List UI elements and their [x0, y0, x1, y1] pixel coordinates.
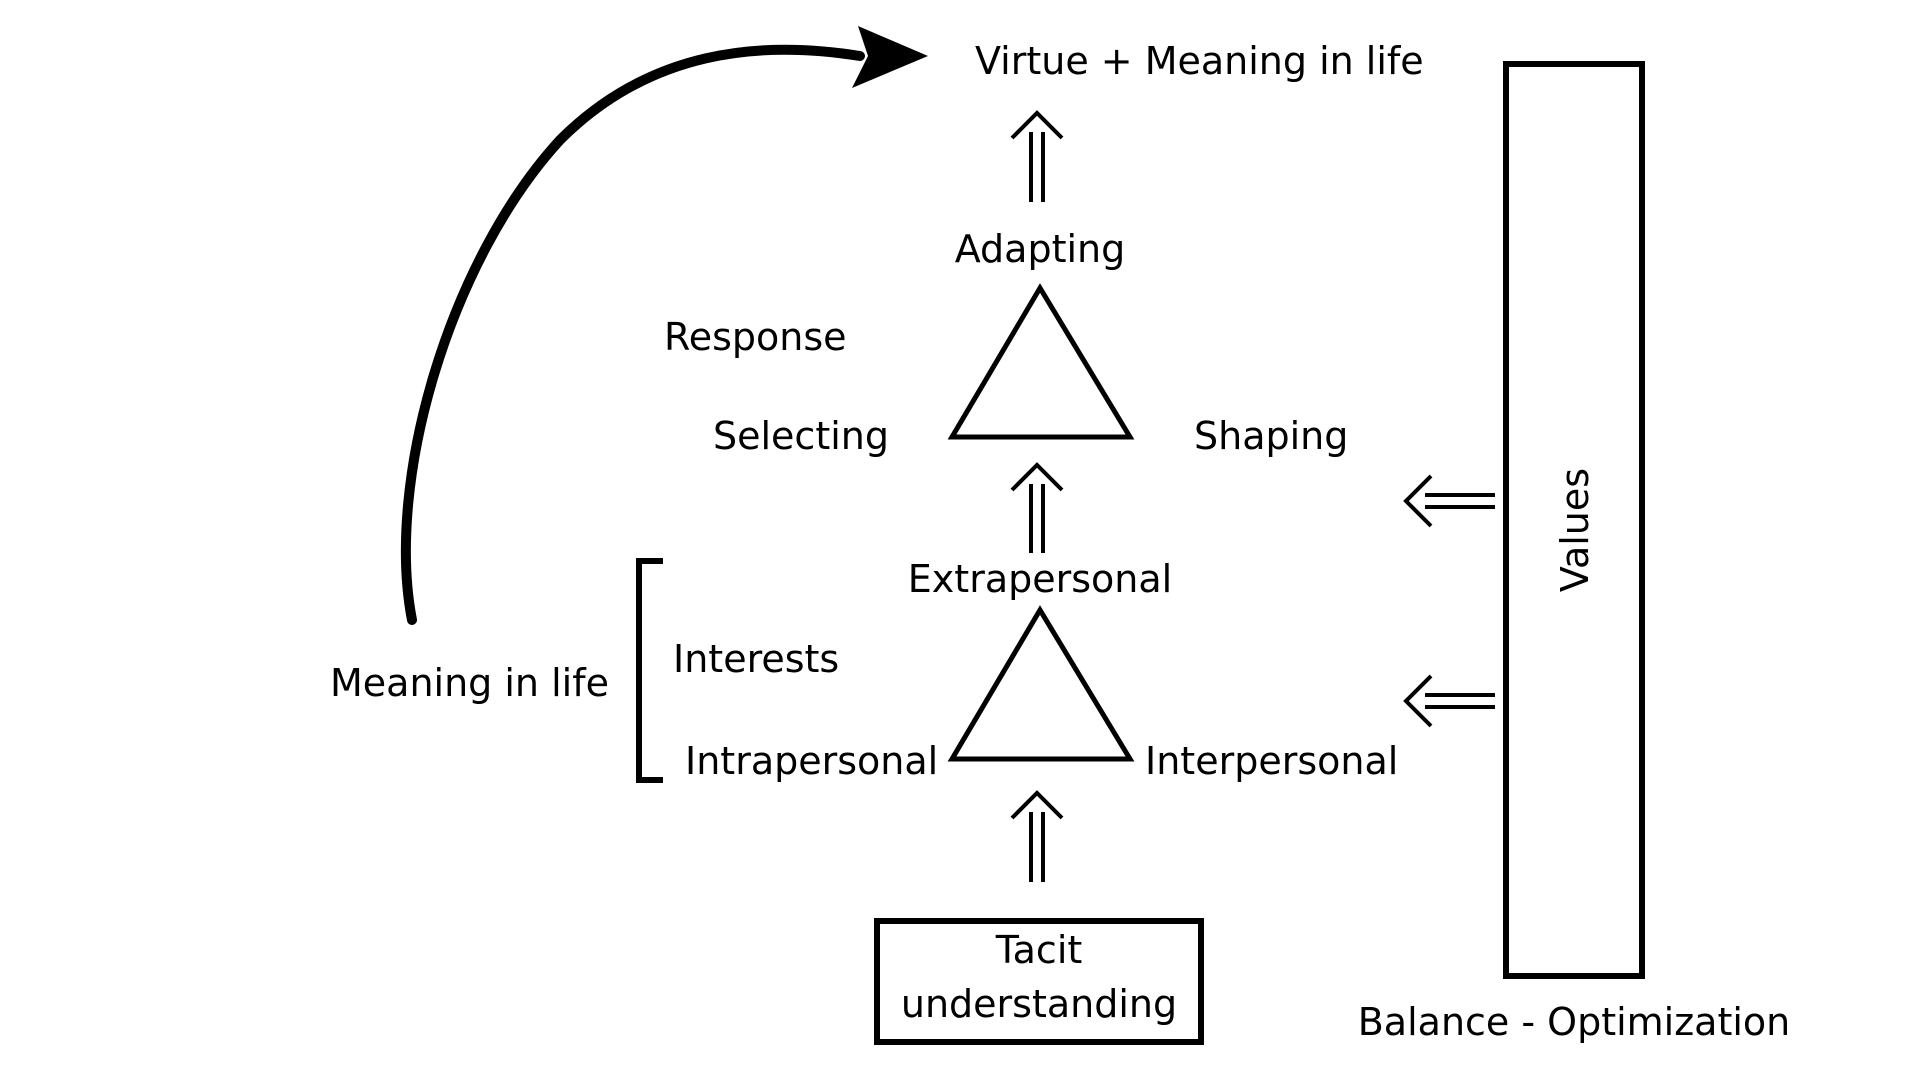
values-label: Values — [1553, 467, 1597, 593]
selecting-label: Selecting — [713, 414, 889, 458]
values-bar — [1503, 61, 1645, 979]
interests-bracket — [636, 558, 663, 783]
double-arrow-up-top — [1010, 110, 1064, 202]
interpersonal-label: Interpersonal — [1145, 739, 1399, 783]
lower-triangle — [947, 605, 1135, 762]
adapting-label: Adapting — [954, 227, 1126, 271]
meaning-in-life-label: Meaning in life — [330, 661, 609, 705]
tacit-line-1: Tacit — [995, 928, 1083, 972]
curved-arrow-shaft — [400, 44, 865, 625]
balance-optimization-label: Balance - Optimization — [1357, 1000, 1791, 1044]
upper-triangle — [947, 283, 1135, 440]
tacit-line-2: understanding — [900, 982, 1178, 1026]
curved-arrow-head — [852, 26, 928, 88]
double-arrow-left-lower — [1403, 674, 1495, 728]
tacit-understanding-text: Tacit understanding — [877, 923, 1201, 1031]
double-arrow-left-upper — [1403, 474, 1495, 528]
tacit-box — [874, 918, 1204, 1045]
response-label: Response — [664, 315, 847, 359]
intrapersonal-label: Intrapersonal — [685, 739, 939, 783]
interests-label: Interests — [673, 637, 840, 681]
extrapersonal-label: Extrapersonal — [907, 557, 1173, 601]
double-arrow-up-bottom — [1010, 790, 1064, 882]
top-label: Virtue + Meaning in life — [975, 39, 1424, 83]
shaping-label: Shaping — [1194, 414, 1349, 458]
double-arrow-up-middle — [1010, 462, 1064, 553]
